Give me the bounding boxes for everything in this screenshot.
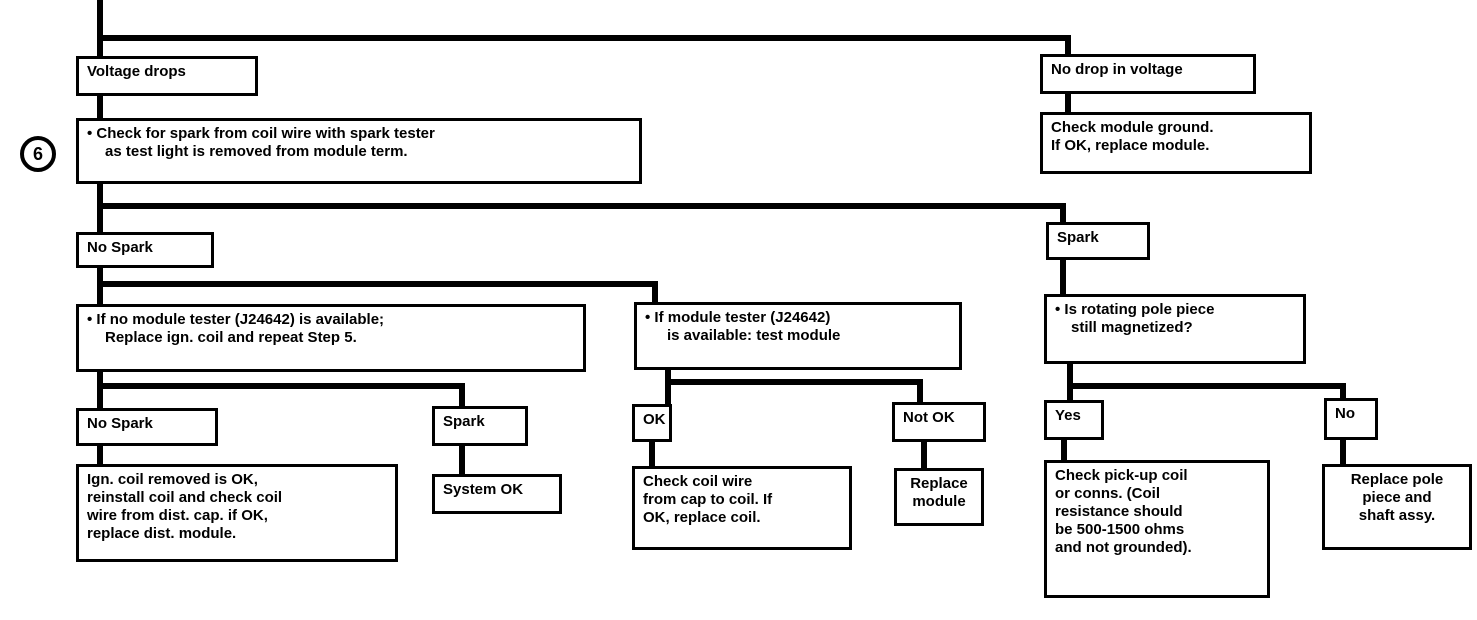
node-check-module-ground: Check module ground. If OK, replace modu… <box>1040 112 1312 174</box>
node-replace-pole-piece-line-2: piece and <box>1362 489 1432 506</box>
node-replace-pole-piece: Replace pole piece and shaft assy. <box>1322 464 1472 550</box>
node-check-spark-line-1: • Check for spark from coil wire with sp… <box>87 125 435 142</box>
node-replace-module-line-2: module <box>912 493 966 510</box>
node-pole-magnetized: • Is rotating pole piece still magnetize… <box>1044 294 1306 364</box>
connector-yes-branch <box>1067 383 1346 405</box>
node-check-pickup-coil-line-5: and not grounded). <box>1055 539 1192 556</box>
connector-tester-branch <box>97 281 658 307</box>
node-replace-module: Replace module <box>894 468 984 526</box>
node-no-module-tester: • If no module tester (J24642) is availa… <box>76 304 586 372</box>
node-check-pickup-coil: Check pick-up coil or conns. (Coil resis… <box>1044 460 1270 598</box>
node-check-coil-wire-line-2: from cap to coil. If <box>643 491 773 508</box>
node-replace-pole-piece-line-1: Replace pole <box>1350 471 1444 488</box>
node-module-tester-available: • If module tester (J24642) is available… <box>634 302 962 370</box>
node-coil-removed-ok-line-3: wire from dist. cap. if OK, <box>87 507 268 524</box>
node-check-pickup-coil-line-1: Check pick-up coil <box>1055 467 1188 484</box>
node-check-coil-wire-line-1: Check coil wire <box>643 473 753 490</box>
connector-ok-branch <box>665 379 923 407</box>
connector-top-branch <box>97 35 1071 61</box>
node-coil-removed-ok-line-4: replace dist. module. <box>87 525 237 542</box>
node-yes: Yes <box>1044 400 1104 440</box>
node-check-module-ground-line-2: If OK, replace module. <box>1051 137 1210 154</box>
connector-spark-branch <box>97 203 1066 227</box>
node-module-tester-available-line-1: • If module tester (J24642) <box>645 309 831 326</box>
node-no: No <box>1324 398 1378 440</box>
node-no-spark: No Spark <box>76 232 214 268</box>
node-pole-magnetized-line-2: still magnetized? <box>1071 319 1193 336</box>
node-system-ok: System OK <box>432 474 562 514</box>
node-check-coil-wire-line-3: OK, replace coil. <box>643 509 761 526</box>
node-check-spark: • Check for spark from coil wire with sp… <box>76 118 642 184</box>
node-check-pickup-coil-line-3: resistance should <box>1055 503 1183 520</box>
node-check-coil-wire: Check coil wire from cap to coil. If OK,… <box>632 466 852 550</box>
connector-system-branch <box>97 383 465 409</box>
node-replace-module-line-1: Replace <box>910 475 968 492</box>
node-spark-2: Spark <box>432 406 528 446</box>
node-coil-removed-ok: Ign. coil removed is OK, reinstall coil … <box>76 464 398 562</box>
node-no-module-tester-line-1: • If no module tester (J24642) is availa… <box>87 311 385 328</box>
node-module-tester-available-line-2: is available: test module <box>667 327 841 344</box>
node-pole-magnetized-line-1: • Is rotating pole piece <box>1055 301 1215 318</box>
node-voltage-drops: Voltage drops <box>76 56 258 96</box>
node-no-drop-voltage: No drop in voltage <box>1040 54 1256 94</box>
node-coil-removed-ok-line-1: Ign. coil removed is OK, <box>87 471 258 488</box>
node-no-module-tester-line-2: Replace ign. coil and repeat Step 5. <box>105 329 357 346</box>
node-replace-pole-piece-line-3: shaft assy. <box>1358 507 1436 524</box>
node-check-pickup-coil-line-2: or conns. (Coil <box>1055 485 1160 502</box>
node-check-spark-line-2: as test light is removed from module ter… <box>105 143 408 160</box>
node-ok: OK <box>632 404 672 442</box>
node-check-module-ground-line-1: Check module ground. <box>1051 119 1214 136</box>
node-spark: Spark <box>1046 222 1150 260</box>
node-check-pickup-coil-line-4: be 500-1500 ohms <box>1055 521 1185 538</box>
step-number-badge: 6 <box>20 136 56 172</box>
node-not-ok: Not OK <box>892 402 986 442</box>
node-coil-removed-ok-line-2: reinstall coil and check coil <box>87 489 283 506</box>
node-no-spark-2: No Spark <box>76 408 218 446</box>
